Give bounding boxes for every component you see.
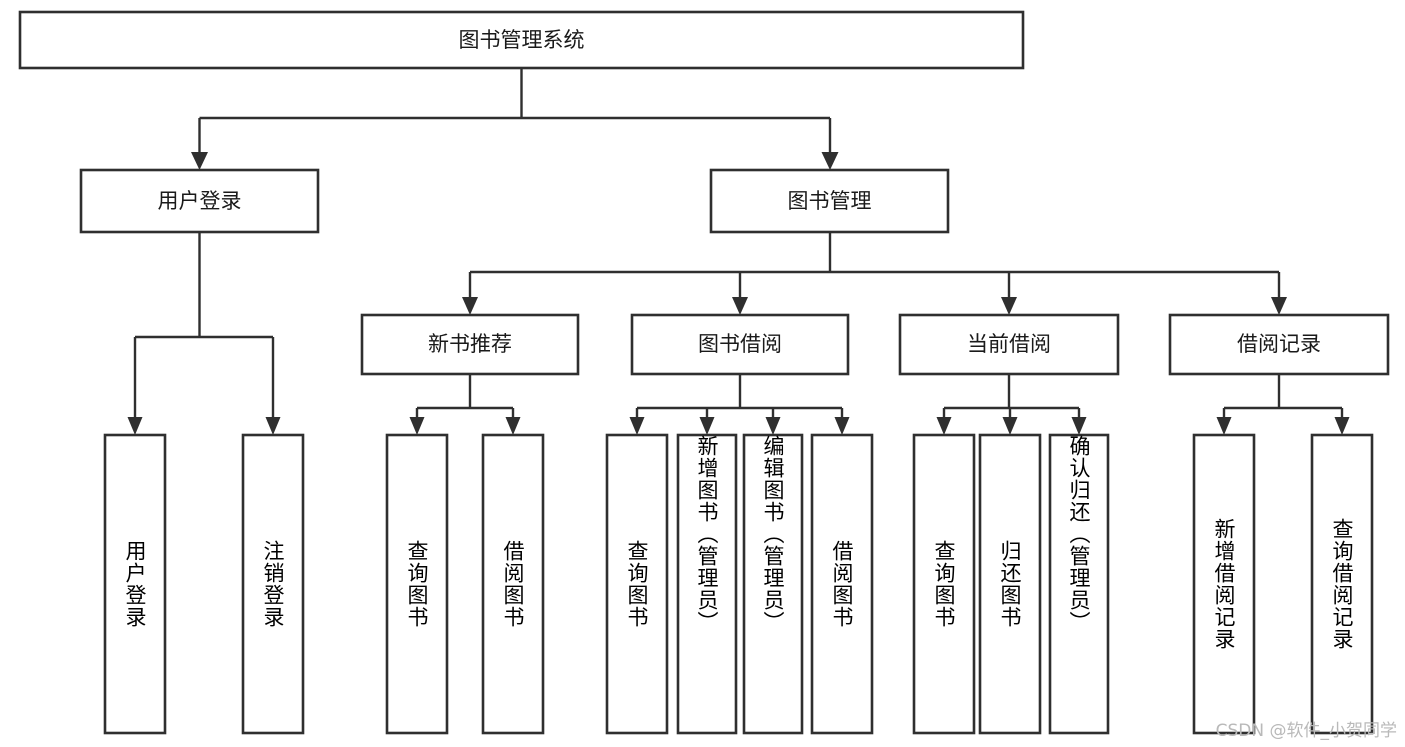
arrowhead-leaf-user-login	[127, 417, 143, 435]
arrowhead-leaf-borrow-book-2	[834, 417, 850, 435]
arrowhead-leaf-confirm-return	[1071, 417, 1087, 435]
leaf-query-book-3-label: 查询图书	[932, 540, 956, 628]
leaf-return-book-label: 归还图书	[998, 540, 1022, 628]
leaf-query-book-1-label: 查询图书	[405, 540, 429, 628]
leaf-user-login-box[interactable]	[103, 433, 167, 735]
arrowhead-leaf-logout	[265, 417, 281, 435]
leaf-logout-box[interactable]	[241, 433, 305, 735]
arrowhead-leaf-return-book	[1002, 417, 1018, 435]
leaf-borrow-book-1-label: 借阅图书	[501, 540, 525, 628]
node-book-borrow[interactable]: 图书借阅	[630, 313, 850, 376]
arrowhead-borrow-record	[1271, 297, 1287, 315]
node-user-login-box[interactable]	[79, 168, 320, 234]
node-book-borrow-label: 图书借阅	[698, 332, 782, 356]
node-current-borrow-box[interactable]	[898, 313, 1120, 376]
arrowhead-current-borrow	[1001, 297, 1017, 315]
node-book-manage-label: 图书管理	[788, 189, 872, 213]
leaf-query-book-3-box[interactable]	[912, 433, 976, 735]
node-user-login[interactable]: 用户登录	[79, 168, 320, 234]
node-book-manage[interactable]: 图书管理	[709, 168, 950, 234]
leaf-add-book-box[interactable]	[676, 433, 738, 735]
node-root[interactable]: 图书管理系统	[18, 10, 1025, 70]
connector-layer	[127, 68, 1350, 435]
node-borrow-record[interactable]: 借阅记录	[1168, 313, 1390, 376]
leaf-label-layer: 用户登录 注销登录 查询图书 借阅图书 查询图书	[123, 435, 1354, 650]
node-new-book-rec-label: 新书推荐	[428, 332, 512, 356]
arrowhead-leaf-add-book	[699, 417, 715, 435]
arrowhead-user-login	[191, 152, 208, 170]
arrowhead-leaf-query-record	[1334, 417, 1350, 435]
arrowhead-leaf-edit-book	[765, 417, 781, 435]
leaf-add-book-label: 新增图书（管理员）	[695, 435, 719, 633]
leaf-query-record-label: 查询借阅记录	[1330, 518, 1354, 650]
leaf-confirm-return-box[interactable]	[1048, 433, 1110, 735]
node-current-borrow-label: 当前借阅	[967, 332, 1051, 356]
leaf-query-record-box[interactable]	[1310, 433, 1374, 735]
leaf-borrow-book-2-box[interactable]	[810, 433, 874, 735]
leaf-query-book-2-label: 查询图书	[625, 540, 649, 628]
node-book-borrow-box[interactable]	[630, 313, 850, 376]
leaf-borrow-book-1-box[interactable]	[481, 433, 545, 735]
leaf-borrow-book-2-label: 借阅图书	[830, 540, 854, 628]
arrowhead-leaf-add-record	[1216, 417, 1232, 435]
node-borrow-record-label: 借阅记录	[1237, 332, 1321, 356]
leaf-node-layer	[103, 433, 1374, 735]
csdn-watermark: CSDN @软件_小贺同学	[1215, 721, 1397, 741]
arrowhead-book-manage	[821, 152, 839, 170]
arrowhead-new-book-rec	[462, 297, 478, 315]
leaf-query-book-1-box[interactable]	[385, 433, 449, 735]
node-new-book-rec[interactable]: 新书推荐	[360, 313, 580, 376]
arrowhead-book-borrow	[732, 297, 748, 315]
node-book-manage-box[interactable]	[709, 168, 950, 234]
leaf-confirm-return-label: 确认归还（管理员）	[1067, 435, 1091, 633]
leaf-logout-label: 注销登录	[261, 540, 285, 628]
arrowhead-leaf-borrow-book-1	[505, 417, 521, 435]
leaf-add-record-label: 新增借阅记录	[1212, 518, 1236, 650]
node-new-book-rec-box[interactable]	[360, 313, 580, 376]
arrowhead-leaf-query-book-1	[409, 417, 425, 435]
leaf-edit-book-box[interactable]	[742, 433, 804, 735]
leaf-add-record-box[interactable]	[1192, 433, 1256, 735]
node-user-login-label: 用户登录	[158, 189, 242, 213]
leaf-return-book-box[interactable]	[978, 433, 1042, 735]
node-root-box[interactable]	[18, 10, 1025, 70]
leaf-user-login-label: 用户登录	[123, 540, 147, 628]
node-root-label: 图书管理系统	[459, 28, 585, 52]
arrowhead-leaf-query-book-3	[936, 417, 952, 435]
leaf-query-book-2-box[interactable]	[605, 433, 669, 735]
leaf-edit-book-label: 编辑图书（管理员）	[761, 435, 785, 633]
node-borrow-record-box[interactable]	[1168, 313, 1390, 376]
arrowhead-leaf-query-book-2	[629, 417, 645, 435]
node-current-borrow[interactable]: 当前借阅	[898, 313, 1120, 376]
